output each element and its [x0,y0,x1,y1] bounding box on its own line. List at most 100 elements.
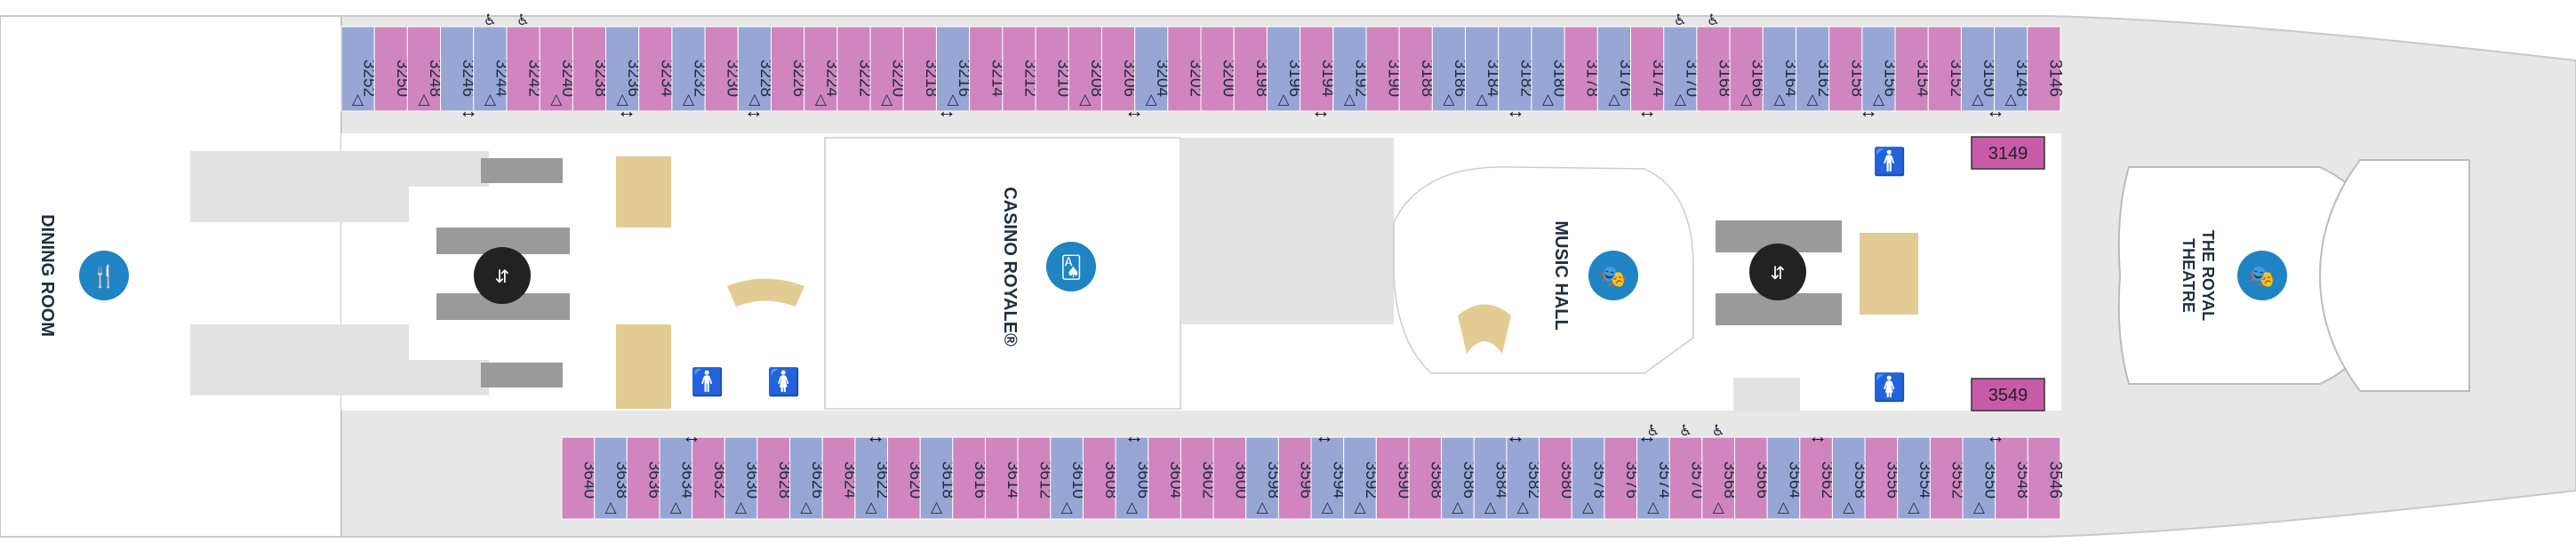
cabin-3586[interactable]: 3586△ [1441,436,1478,520]
cabin-3196[interactable]: 3196△ [1266,26,1304,112]
cabin-3236[interactable]: 3236△ [605,26,644,112]
cabin-3612[interactable]: 3612 [1017,436,1054,520]
cabin-3238[interactable]: 3238 [572,26,610,112]
cabin-3610[interactable]: 3610△ [1050,436,1087,520]
cabin-3562[interactable]: 3562 [1799,436,1836,520]
cabin-3588[interactable]: 3588 [1408,436,1445,520]
cabin-3638[interactable]: 3638△ [594,436,631,520]
cabin-3604[interactable]: 3604 [1148,436,1185,520]
cabin-3194[interactable]: 3194 [1300,26,1338,112]
cabin-3564[interactable]: 3564△ [1766,436,1804,520]
cabin-3616[interactable]: 3616 [952,436,989,520]
cabin-3248[interactable]: 3248△ [406,26,444,112]
cabin-3218[interactable]: 3218 [902,26,940,112]
cabin-3148[interactable]: 3148△ [1994,26,2032,112]
cabin-3602[interactable]: 3602 [1180,436,1218,520]
cabin-3626[interactable]: 3626△ [789,436,827,520]
cabin-3580[interactable]: 3580 [1539,436,1576,520]
cabin-3170[interactable]: 3170△♿ [1663,12,1701,112]
cabin-3548[interactable]: 3548 [1995,436,2032,520]
cabin-3246[interactable]: 3246 [440,26,478,112]
cabin-3164[interactable]: 3164△ [1762,26,1800,112]
cabin-3568[interactable]: 3568△♿ [1701,422,1739,520]
cabin-3630[interactable]: 3630△ [724,436,762,520]
cabin-3150[interactable]: 3150△ [1960,26,1998,112]
cabin-3594[interactable]: 3594△ [1310,436,1348,520]
cabin-3600[interactable]: 3600 [1212,436,1250,520]
cabin-3582[interactable]: 3582△ [1506,436,1543,520]
cabin-3192[interactable]: 3192△ [1332,26,1371,112]
cabin-3618[interactable]: 3618△ [919,436,957,520]
cabin-3212[interactable]: 3212 [1002,26,1040,112]
cabin-3620[interactable]: 3620 [887,436,924,520]
cabin-3226[interactable]: 3226 [771,26,809,112]
cabin-3576[interactable]: 3576 [1604,436,1641,520]
cabin-3640[interactable]: 3640 [561,436,598,520]
cabin-3162[interactable]: 3162△ [1795,26,1833,112]
cabin-3156[interactable]: 3156△ [1861,26,1900,112]
cabin-3592[interactable]: 3592△ [1343,436,1380,520]
cabin-3152[interactable]: 3152 [1927,26,1965,112]
cabin-3554[interactable]: 3554△ [1897,436,1934,520]
cabin-3250[interactable]: 3250 [373,26,412,112]
cabin-3180[interactable]: 3180△ [1531,26,1569,112]
cabin-3206[interactable]: 3206 [1100,26,1139,112]
cabin-3634[interactable]: 3634△ [659,436,696,520]
cabin-3624[interactable]: 3624 [821,436,860,520]
cabin-3232[interactable]: 3232△ [671,26,709,112]
cabin-3184[interactable]: 3184△ [1465,26,1503,112]
cabin-3186[interactable]: 3186△ [1431,26,1469,112]
cabin-3244[interactable]: 3244△♿ [473,12,511,112]
cabin-3596[interactable]: 3596 [1277,436,1316,520]
cabin-3224[interactable]: 3224△ [804,26,842,112]
cabin-3204[interactable]: 3204△ [1134,26,1172,112]
cabin-3546[interactable]: 3546 [2027,436,2065,520]
cabin-3614[interactable]: 3614 [984,436,1022,520]
cabin-3590[interactable]: 3590 [1375,436,1413,520]
cabin-3598[interactable]: 3598△ [1245,436,1283,520]
cabin-3210[interactable]: 3210 [1035,26,1073,112]
cabin-3240[interactable]: 3240△ [539,26,577,112]
cabin-3200[interactable]: 3200 [1200,26,1238,112]
cabin-3574[interactable]: 3574△♿ [1636,422,1674,520]
cabin-3208[interactable]: 3208△ [1068,26,1106,112]
cabin-3216[interactable]: 3216△ [935,26,973,112]
cabin-3556[interactable]: 3556 [1864,436,1901,520]
cabin-3578[interactable]: 3578△ [1571,436,1609,520]
cabin-3174[interactable]: 3174 [1630,26,1668,112]
cabin-3188[interactable]: 3188 [1398,26,1436,112]
cabin-3632[interactable]: 3632 [692,436,729,520]
cabin-3166[interactable]: 3166△ [1729,26,1767,112]
cabin-3550[interactable]: 3550△ [1962,436,1999,520]
cabin-3570[interactable]: 3570♿ [1668,422,1707,520]
cabin-3220[interactable]: 3220△ [869,26,908,112]
connecting-triangle-icon: △ [670,499,683,515]
cabin-3230[interactable]: 3230 [704,26,742,112]
cabin-3154[interactable]: 3154 [1894,26,1932,112]
cabin-cell [1962,436,1996,520]
cabin-3552[interactable]: 3552 [1929,436,1967,520]
cabin-3628[interactable]: 3628 [756,436,794,520]
cabin-3182[interactable]: 3182 [1498,26,1536,112]
cabin-3214[interactable]: 3214 [969,26,1007,112]
cabin-3146[interactable]: 3146 [2027,26,2065,112]
cabin-3158[interactable]: 3158 [1828,26,1867,112]
cabin-3242[interactable]: 3242♿ [506,12,544,112]
cabin-3168[interactable]: 3168♿ [1696,12,1734,112]
cabin-3202[interactable]: 3202 [1167,26,1205,112]
cabin-3190[interactable]: 3190 [1365,26,1404,112]
cabin-3234[interactable]: 3234 [638,26,676,112]
cabin-3566[interactable]: 3566 [1733,436,1772,520]
cabin-3558[interactable]: 3558△ [1831,436,1869,520]
cabin-3584[interactable]: 3584△ [1473,436,1511,520]
cabin-3176[interactable]: 3176△ [1596,26,1635,112]
cabin-3222[interactable]: 3222 [836,26,875,112]
cabin-3198[interactable]: 3198 [1233,26,1271,112]
cabin-3608[interactable]: 3608 [1082,436,1120,520]
cabin-3178[interactable]: 3178 [1564,26,1602,112]
cabin-3606[interactable]: 3606△ [1115,436,1152,520]
cabin-3252[interactable]: 3252△ [340,26,379,112]
cabin-3622[interactable]: 3622△ [854,436,892,520]
cabin-3636[interactable]: 3636 [626,436,664,520]
cabin-3228[interactable]: 3228△ [737,26,775,112]
